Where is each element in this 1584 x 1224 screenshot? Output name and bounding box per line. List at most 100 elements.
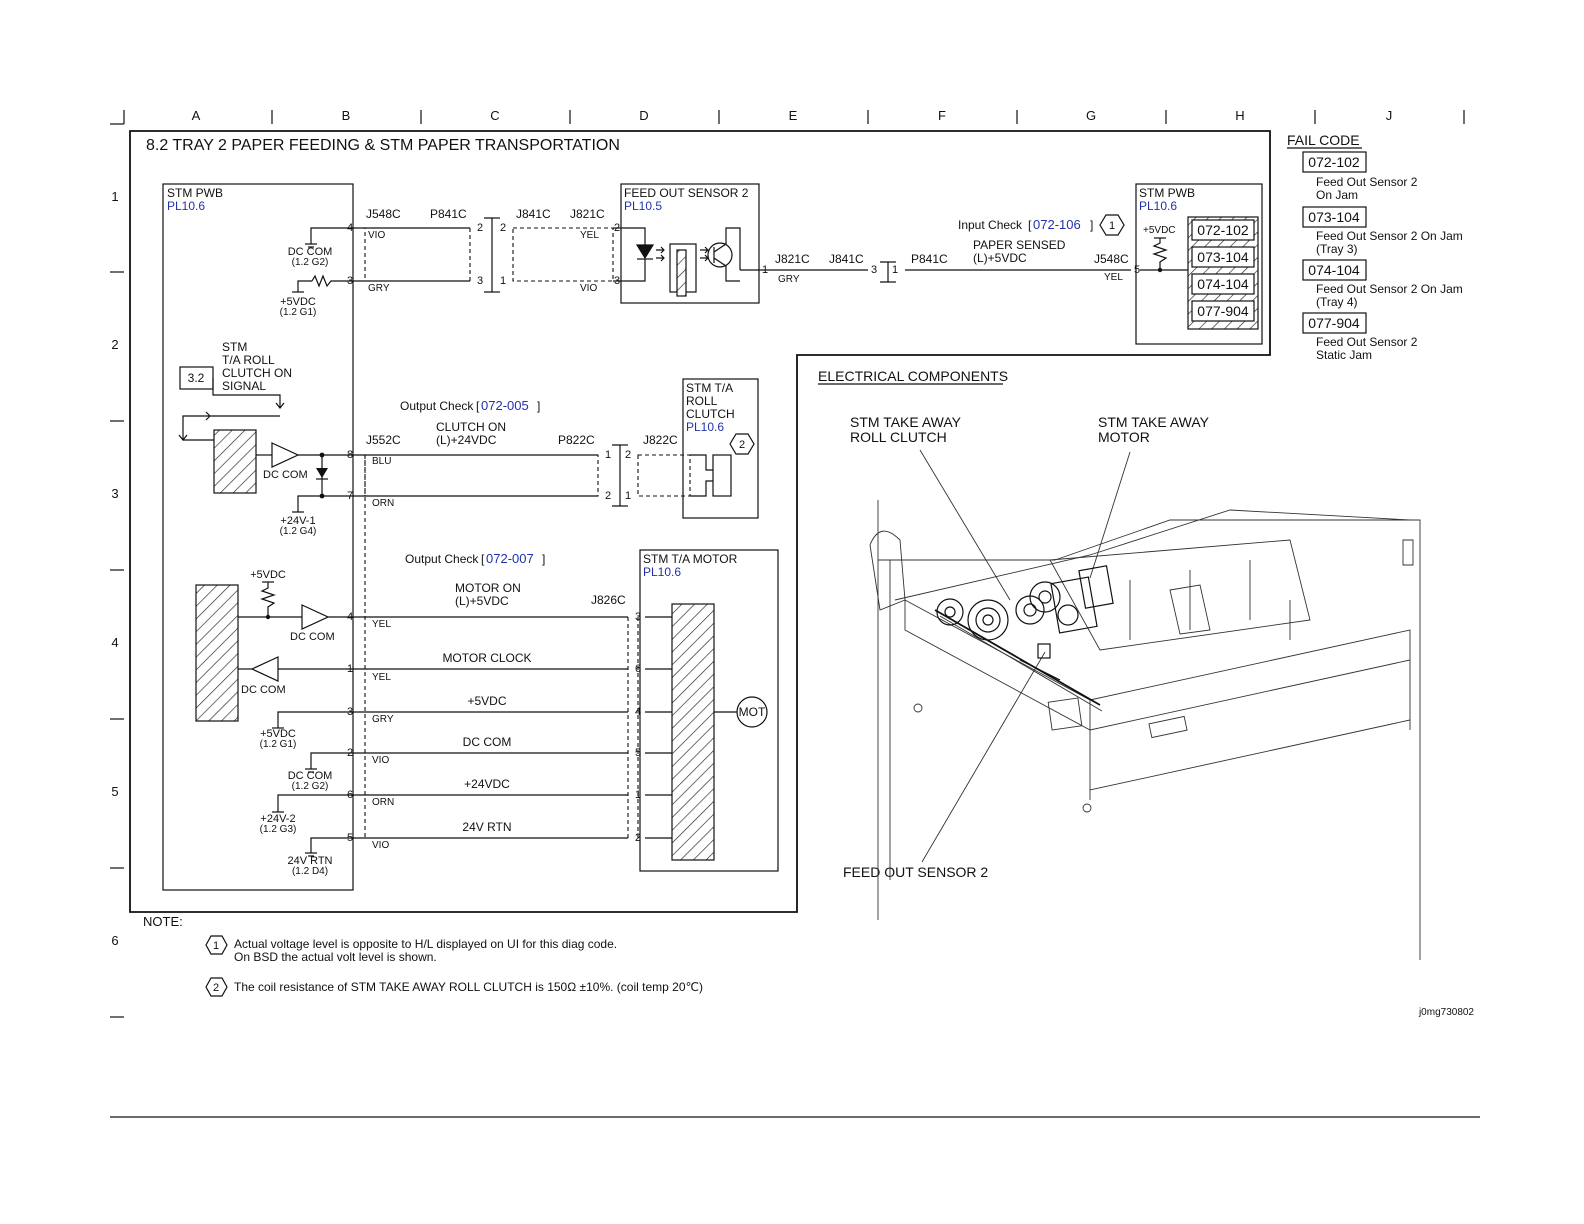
motor-line-label: +5VDC xyxy=(467,694,506,708)
v24-2-label: +24V-2 xyxy=(260,813,295,825)
svg-text:[: [ xyxy=(481,552,485,566)
svg-text:1: 1 xyxy=(347,663,353,675)
fail-code-desc: Feed Out Sensor 2 On Jam xyxy=(1316,282,1463,296)
wire-color: BLU xyxy=(372,456,391,467)
fail-code-desc: (Tray 4) xyxy=(1316,295,1358,309)
cross-ref: 3.2 xyxy=(188,371,205,385)
svg-text:1: 1 xyxy=(605,449,611,461)
stm-pwb-pl: PL10.6 xyxy=(167,199,205,213)
v5-label: +5VDC xyxy=(250,569,286,581)
connector-label: J821C xyxy=(570,207,605,221)
note-text: Actual voltage level is opposite to H/L … xyxy=(234,937,617,951)
svg-text:3: 3 xyxy=(477,275,483,287)
stm-pwb-left: STM PWB PL10.6 xyxy=(162,183,354,891)
v5-ref: (1.2 G1) xyxy=(280,307,317,318)
motor-circuit: +5VDC DC COM 4 DC COM 1 +5VDC (1.2 G1) 3… xyxy=(195,455,672,877)
output-check-label: Output Check xyxy=(405,552,479,566)
connector-label: J548C xyxy=(1094,252,1129,266)
wire-color: YEL xyxy=(372,672,391,683)
clutch-pl: PL10.6 xyxy=(686,420,724,434)
v5-ref: (1.2 G1) xyxy=(260,739,297,750)
note-2-marker xyxy=(729,433,755,455)
pwb-fail-code: 077-904 xyxy=(1197,303,1249,319)
svg-text:[: [ xyxy=(1028,218,1032,232)
input-check-code: 072-106 xyxy=(1033,217,1081,232)
svg-text:]: ] xyxy=(1090,218,1093,232)
clutch-signal-label: T/A ROLL xyxy=(222,353,275,367)
dc-com-label: DC COM xyxy=(263,469,308,481)
stm-ta-motor: STM T/A MOTOR PL10.6 MOT xyxy=(639,549,779,872)
fail-code-desc: Static Jam xyxy=(1316,348,1372,362)
notes: NOTE: 1 Actual voltage level is opposite… xyxy=(143,914,703,997)
fail-code: 073-104 xyxy=(1308,209,1360,225)
fail-code-desc: Feed Out Sensor 2 xyxy=(1316,175,1418,189)
stm-ta-roll-clutch: STM T/A ROLL CLUTCH PL10.6 2 xyxy=(682,378,759,519)
svg-text:]: ] xyxy=(542,552,545,566)
wire-color: GRY xyxy=(368,283,390,294)
note-text: The coil resistance of STM TAKE AWAY ROL… xyxy=(234,980,703,994)
connector-label: J841C xyxy=(829,252,864,266)
feed-out-sensor-2: FEED OUT SENSOR 2 PL10.5 xyxy=(613,183,760,304)
dc-com-label: DC COM xyxy=(241,684,286,696)
clutch-name: CLUTCH xyxy=(686,407,735,421)
fail-code-desc: Feed Out Sensor 2 xyxy=(1316,335,1418,349)
fail-code: 074-104 xyxy=(1308,262,1360,278)
electrical-heading: ELECTRICAL COMPONENTS xyxy=(818,368,1008,384)
column-label: F xyxy=(938,108,946,123)
connector-label: J841C xyxy=(516,207,551,221)
wire-color: VIO xyxy=(580,283,597,294)
connector-label: J552C xyxy=(366,433,401,447)
clutch-name: ROLL xyxy=(686,394,718,408)
row-label: 3 xyxy=(111,486,118,501)
connector-label: P822C xyxy=(558,433,595,447)
fail-code: 072-102 xyxy=(1308,154,1360,170)
svg-text:]: ] xyxy=(537,399,540,413)
v24-label: +24V-1 xyxy=(280,515,315,527)
paper-sensed-label: PAPER SENSED xyxy=(973,238,1066,252)
motor-pl: PL10.6 xyxy=(643,565,681,579)
motor-line-label: 24V RTN xyxy=(462,820,511,834)
sensor-label: FEED OUT SENSOR 2 xyxy=(624,186,749,200)
row-label: 5 xyxy=(111,784,118,799)
svg-text:2: 2 xyxy=(500,222,506,234)
image-id: j0mg730802 xyxy=(1418,1007,1474,1018)
pwb-fail-code: 073-104 xyxy=(1197,249,1249,265)
motor-line-label: MOTOR CLOCK xyxy=(442,651,531,665)
wire-color: YEL xyxy=(580,230,599,241)
note-1-marker xyxy=(1099,214,1125,236)
connector-label: J548C xyxy=(366,207,401,221)
clutch-signal: (L)+24VDC xyxy=(436,433,497,447)
clutch-signal-label: SIGNAL xyxy=(222,379,266,393)
svg-text:3: 3 xyxy=(635,611,641,623)
column-label: A xyxy=(192,108,201,123)
sensor-circuit: DC COM (1.2 G2) +5VDC (1.2 G1) 4 3 J548C… xyxy=(280,207,620,318)
rtn-label: 24V RTN xyxy=(287,855,332,867)
motor-line-label: +24VDC xyxy=(464,777,510,791)
svg-text:5: 5 xyxy=(635,747,641,759)
svg-text:1: 1 xyxy=(1109,220,1115,232)
clutch-signal-label: CLUTCH ON xyxy=(222,366,292,380)
connector-label: P841C xyxy=(911,252,948,266)
motor-on-signal: (L)+5VDC xyxy=(455,594,509,608)
fail-code-desc: On Jam xyxy=(1316,188,1358,202)
wire-color: VIO xyxy=(372,840,389,851)
svg-text:4: 4 xyxy=(347,611,353,623)
motor-symbol: MOT xyxy=(739,705,766,719)
wire-color: ORN xyxy=(372,498,394,509)
connector-label: J822C xyxy=(643,433,678,447)
svg-text:2: 2 xyxy=(625,449,631,461)
motor-line-label: DC COM xyxy=(463,735,512,749)
stm-pwb-right: STM PWB PL10.6 +5VDC 072-102 073-104 074… xyxy=(1135,183,1263,345)
row-label: 1 xyxy=(111,189,118,204)
svg-text:1: 1 xyxy=(500,275,506,287)
motor-callout: STM TAKE AWAY xyxy=(1098,414,1210,430)
svg-text:1: 1 xyxy=(635,789,641,801)
svg-text:2: 2 xyxy=(347,747,353,759)
clutch-callout: STM TAKE AWAY xyxy=(850,414,962,430)
column-label: C xyxy=(490,108,499,123)
column-label: H xyxy=(1235,108,1244,123)
column-ruler: A B C D E F G H J xyxy=(110,108,1465,125)
v5-label: +5VDC xyxy=(260,728,296,740)
stm-pwb-pl: PL10.6 xyxy=(1139,199,1177,213)
column-label: G xyxy=(1086,108,1096,123)
